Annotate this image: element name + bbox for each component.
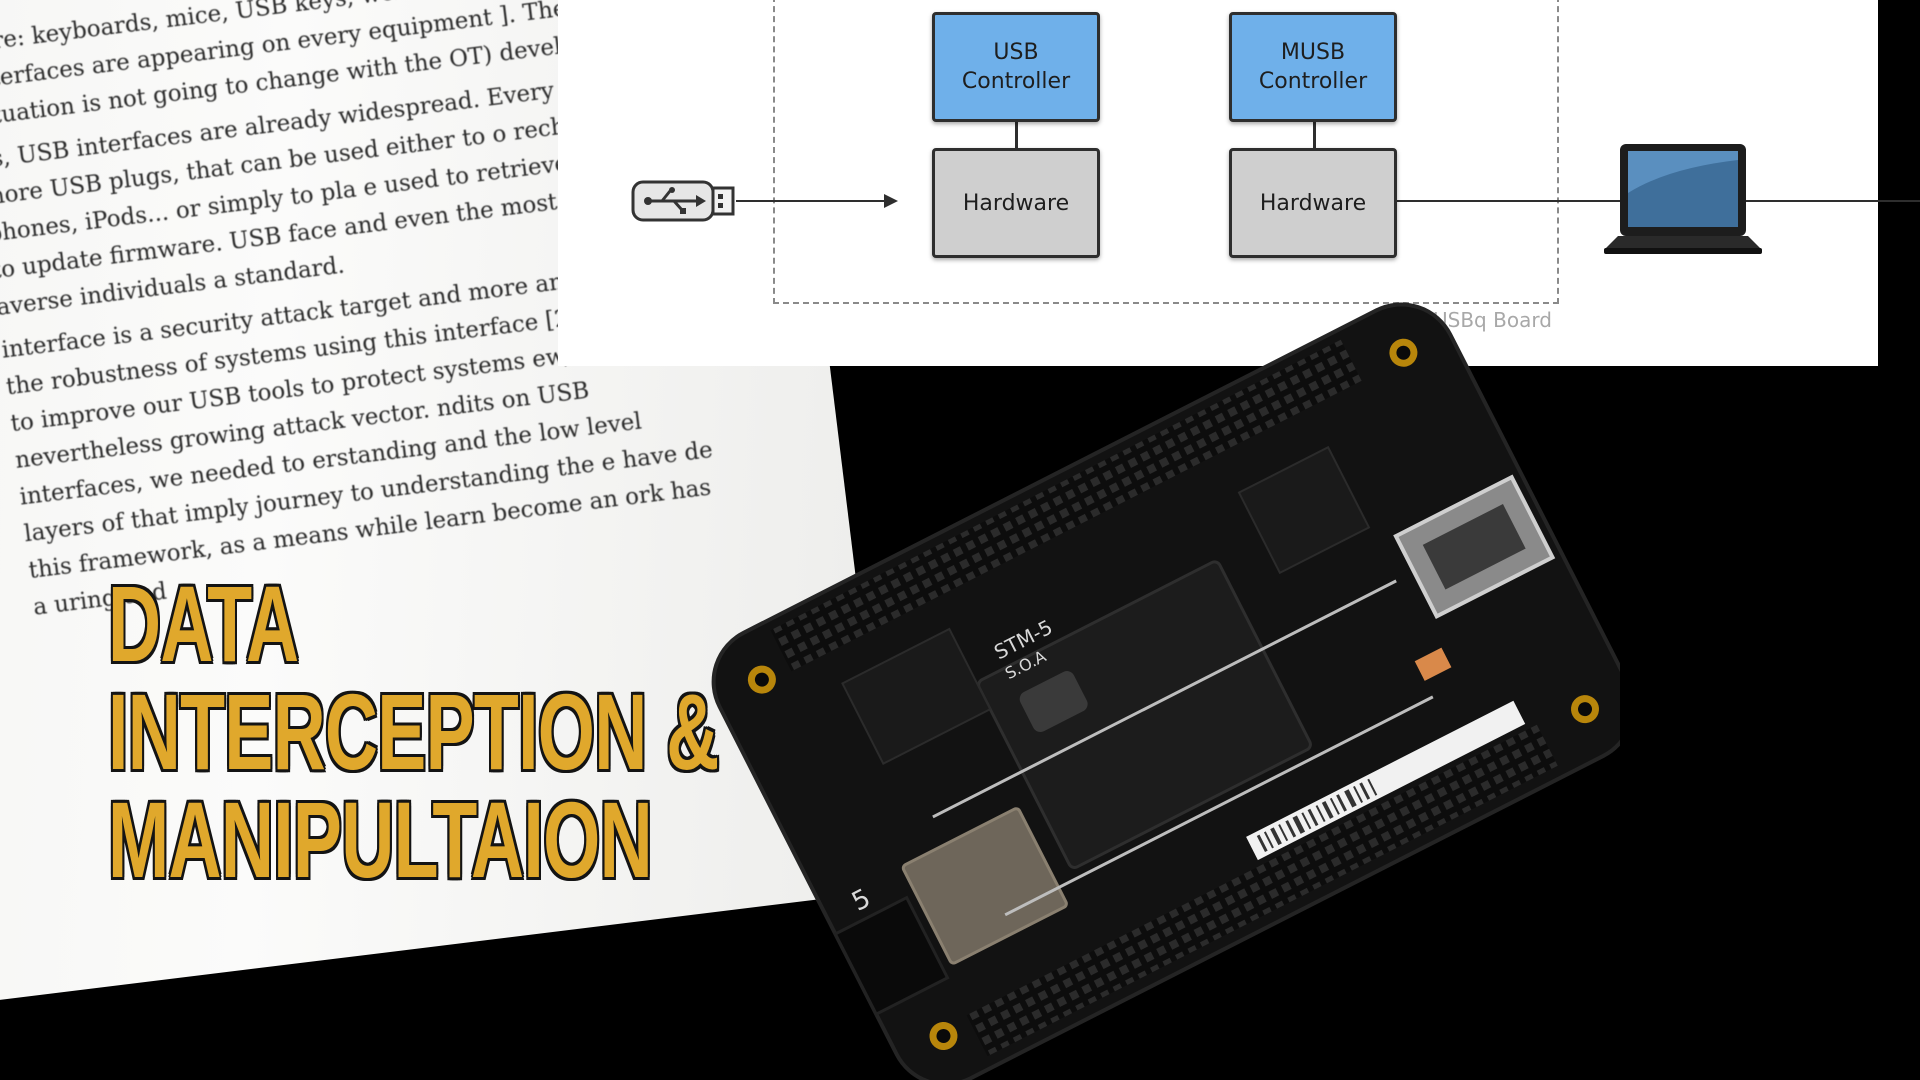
musb-controller-block: MUSB Controller [1229, 12, 1397, 122]
connector-line [1313, 118, 1316, 150]
laptop-icon [1604, 144, 1762, 254]
connector-line [1015, 118, 1018, 150]
hardware-block-right: Hardware [1229, 148, 1397, 258]
pin-header-bottom [966, 724, 1558, 1057]
title-line: INTERCEPTION & [108, 671, 719, 792]
thumbnail-title: DATA INTERCEPTION & MANIPULTAION [108, 570, 719, 894]
hardware-block-left: Hardware [932, 148, 1100, 258]
title-line: DATA [108, 563, 299, 684]
block-label: Hardware [962, 190, 1070, 216]
block-label: Hardware [1259, 190, 1367, 216]
arrow-head [884, 194, 898, 208]
usbq-diagram: USBq Board USB Controller MUSB Controlle… [558, 0, 1920, 366]
connector-line [736, 200, 886, 202]
usbq-board-outline [773, 0, 1559, 304]
block-label: MUSB Controller [1258, 40, 1368, 94]
usb-stick-icon [631, 180, 735, 222]
title-line: MANIPULTAION [108, 779, 653, 900]
board-label: USBq Board [1433, 308, 1552, 332]
circuit-board-photo: STM-5 S.O.A 5 [711, 302, 1620, 1080]
block-label: USB Controller [961, 40, 1071, 94]
pin-header-top [770, 339, 1362, 672]
usb-controller-block: USB Controller [932, 12, 1100, 122]
